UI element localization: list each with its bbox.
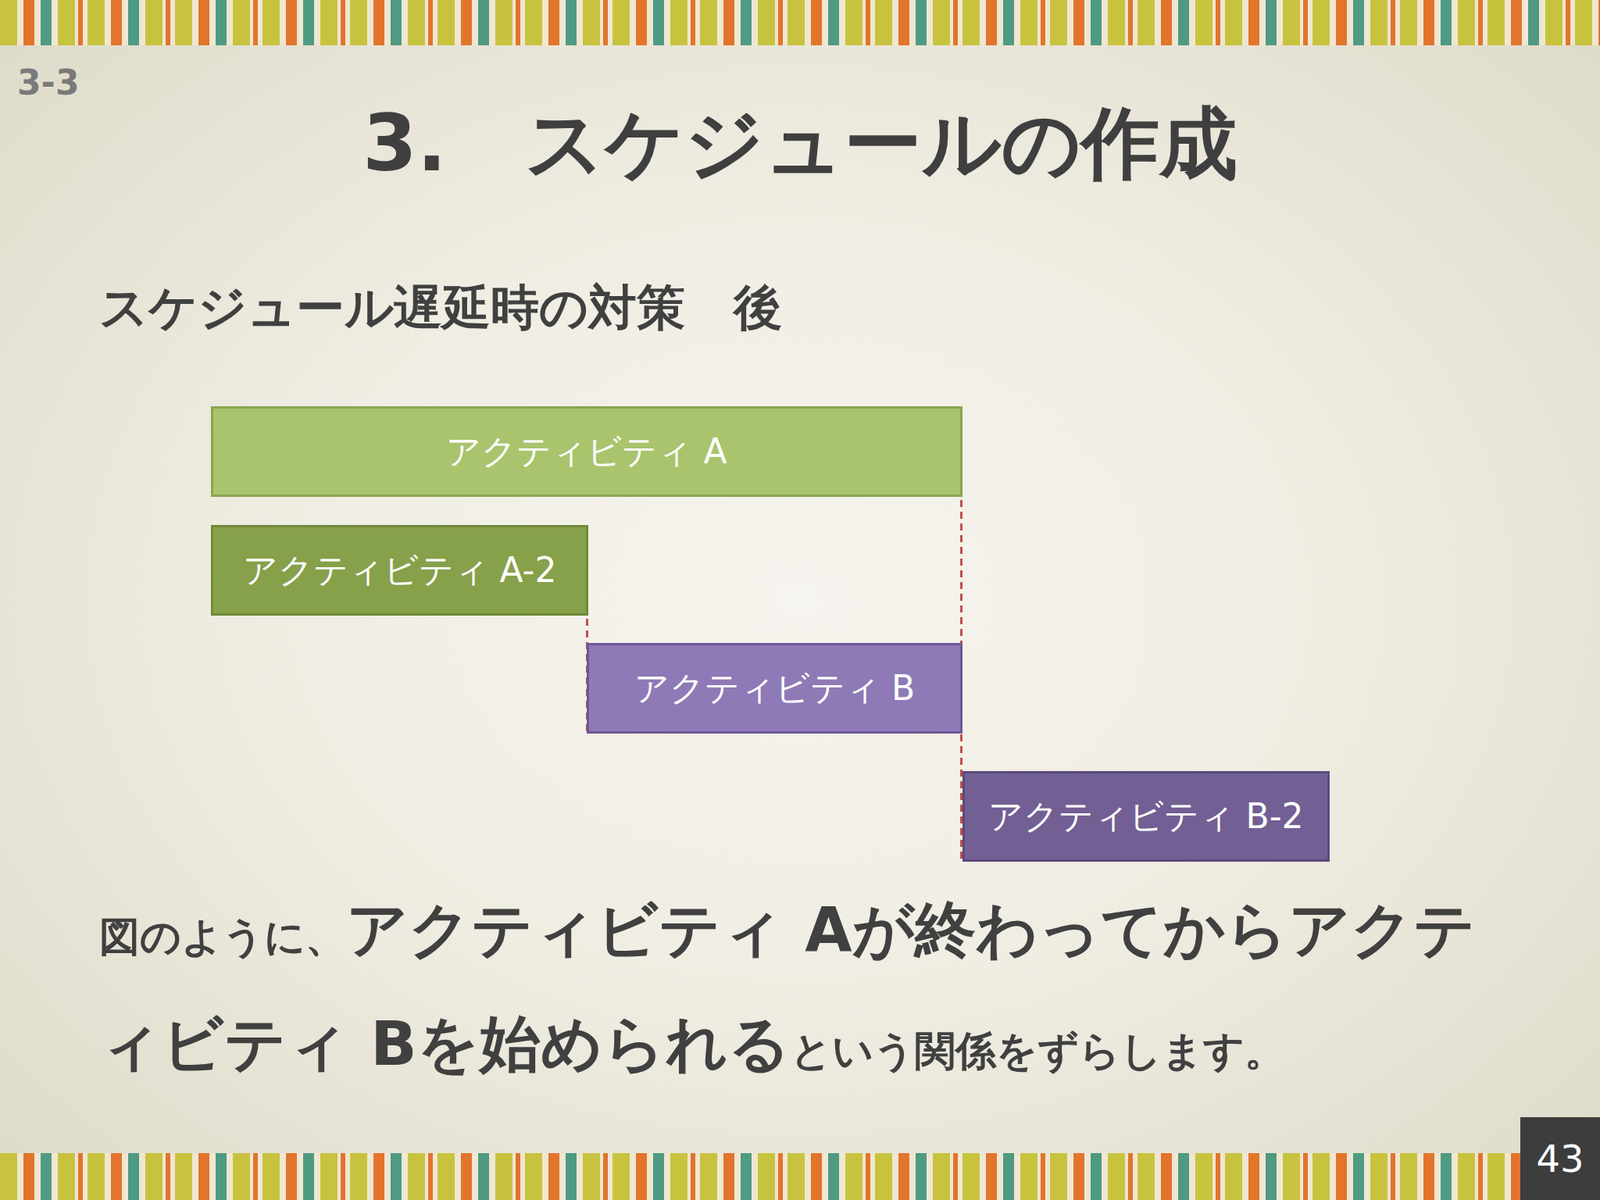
top-stripes [0, 0, 1600, 46]
activity-bar: アクティビティ B-2 [962, 771, 1330, 862]
bottom-stripes [0, 1153, 1600, 1200]
activity-label: アクティビティ B-2 [988, 793, 1304, 840]
explanation-text: という関係をずらします。 [790, 1027, 1286, 1075]
activity-label: アクティビティ B [634, 665, 915, 712]
subtitle: スケジュール遅延時の対策 後 [99, 275, 783, 341]
explanation-text: 図のように、 [99, 913, 347, 961]
slide-title: 3. スケジュールの作成 [0, 92, 1600, 198]
section-number: 3-3 [17, 62, 80, 103]
activity-label: アクティビティ A-2 [242, 547, 558, 594]
activity-bar: アクティビティ A-2 [210, 525, 589, 616]
activity-bar: アクティビティ A [210, 406, 963, 497]
explanation-paragraph: 図のように、アクティビティ Aが終わってからアクティビティ Bを始められるという… [99, 881, 1537, 1110]
activity-label: アクティビティ A [446, 428, 727, 475]
activity-bar: アクティビティ B [586, 642, 963, 734]
page-number: 43 [1520, 1117, 1600, 1200]
